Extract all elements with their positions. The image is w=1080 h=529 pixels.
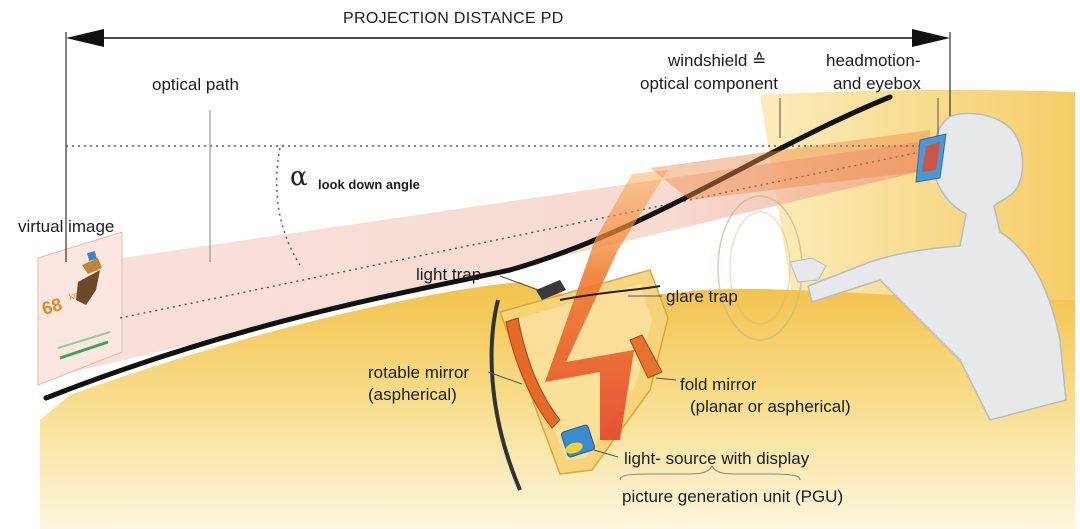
fold-mirror-label: fold mirror [680,375,757,394]
fold-mirror [629,334,663,379]
alpha-symbol: α [290,162,308,192]
beam-windshield-reflection [650,130,932,200]
pgu-leader [593,449,619,458]
windshield [43,94,893,401]
driver-silhouette [807,112,1067,421]
light-trap-leader [499,275,539,291]
dashboard-cover-line [489,299,522,491]
optical-path-label: optical path [152,75,239,94]
look-down-angle-arc [275,147,301,266]
rotable-mirror-label: rotable mirror [368,363,470,382]
fold-mirror-leader [655,377,677,381]
light-beam [545,170,668,440]
light-trap-part [536,280,566,300]
light-source-label: light- source with display [624,449,810,468]
pgu-brace [619,464,801,481]
look-down-angle-label: look down angle [318,177,420,192]
virtual-image-content: 68 km/h [40,251,111,360]
rotable-mirror [505,317,561,429]
driver-hand [789,257,827,283]
pgu-display [560,424,596,458]
virtual-image-label: virtual image [18,217,115,236]
windshield-label: windshield ≙ [668,51,767,70]
projection-distance-dimension [65,29,951,262]
projection-distance-label: PROJECTION DISTANCE PD [343,10,564,27]
windshield-component-label: optical component [640,74,778,93]
glare-trap-label: glare trap [666,287,738,306]
eye-highlight [922,142,940,172]
glare-trap-part [559,285,661,301]
light-trap-label: light trap [416,265,482,284]
optical-path-beam [40,140,935,380]
eyebox-label: and eyebox [833,74,921,93]
rotable-mirror-leader [487,371,523,385]
rotable-mirror-sub-label: (aspherical) [368,385,457,404]
headmotion-label: headmotion- [826,51,921,70]
pgu-label: picture generation unit (PGU) [622,487,844,506]
fold-mirror-sub-label: (planar or aspherical) [690,397,851,416]
